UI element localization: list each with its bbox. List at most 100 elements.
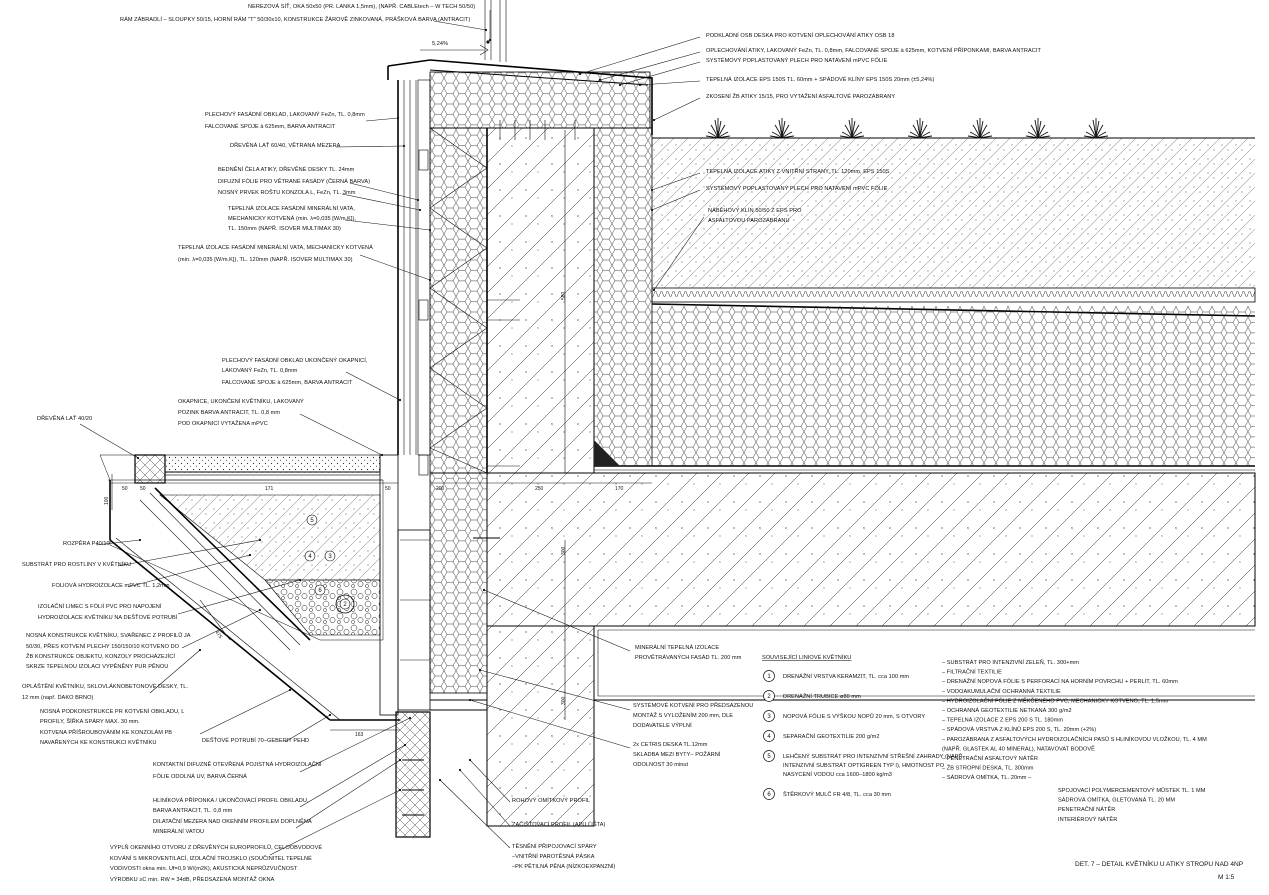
dim-label: 50	[122, 486, 128, 492]
callout-marker	[306, 514, 318, 526]
label-frame-3: ŽB KONSTRUKCE OBJEKTU, KONZOLY PROCHÁZEJ…	[26, 652, 175, 660]
label-subframe-2: PROFILY, ŠÍŘKA SPÁRY MAX. 30 mm.	[40, 717, 140, 725]
leader-lines	[79, 10, 705, 856]
leader-dot	[402, 144, 406, 148]
label-window: VÝPLŇ OKENNÍHO OTVORU Z DŘEVĚNÝCH EUROPR…	[110, 843, 322, 851]
label-wedge-2: ASFALTOVOU PAROZÁBRANU	[708, 217, 790, 224]
label-cladding: PLECHOVÝ FASÁDNÍ OBKLAD, LAKOVANÝ FeZn, …	[205, 111, 365, 118]
dim-label: 170	[615, 486, 624, 492]
leader-dot	[288, 688, 292, 692]
leader-line	[651, 172, 701, 191]
label-mw-120: TEPELNÁ IZOLACE FASÁDNÍ MINERÁLNÍ VATA, …	[178, 244, 373, 251]
leader-dot	[248, 553, 252, 557]
plant-icon	[705, 118, 731, 139]
leader-line	[335, 145, 405, 148]
facade-insulation	[429, 127, 488, 694]
label-slope: 5,24%	[432, 41, 448, 47]
label-cetris-2: SKLADBA MEZI BYTY– POŽÁRNÍ	[633, 750, 721, 758]
leader-dot	[298, 578, 302, 582]
label-batten: DŘEVĚNÁ LAŤ 60/40, VĚTRANÁ MEZERA	[230, 141, 341, 149]
leader-dot	[482, 588, 486, 592]
annotation-labels: NEREZOVÁ SÍŤ, OKA 50x50 (PR. LANKA 1,5mm…	[22, 2, 1041, 883]
leader-dot	[258, 608, 262, 612]
dim-label: 50	[385, 486, 391, 492]
leader-line	[284, 714, 331, 743]
label-wedge: NÁBĚHOVÝ KLÍN 50/50 Z EPS PRO	[708, 206, 802, 214]
callout-number: 4	[308, 554, 312, 560]
legend-number: 4	[767, 734, 771, 740]
dim-label: 100	[104, 496, 110, 505]
leader-line	[299, 717, 411, 773]
leader-dot	[652, 288, 656, 292]
leader-dot	[138, 538, 142, 542]
leader-line	[269, 789, 401, 856]
legend-marker	[763, 690, 775, 702]
facade-cladding	[397, 79, 431, 476]
dimension-lines	[110, 130, 652, 731]
legend-number: 6	[767, 792, 771, 798]
leader-dot	[398, 788, 402, 792]
leader-line	[181, 609, 261, 649]
label-trim-2: BARVA ANTRACIT, TL. 0,8 mm	[153, 808, 233, 814]
legend-marker	[763, 750, 775, 762]
leader-line	[299, 413, 383, 456]
drawing-title: DET. 7 – DETAIL KVĚTNÍKU U ATIKY STROPU …	[1075, 859, 1243, 868]
legend-item-text: ŠTĚRKOVÝ MULČ FR 4/8, TL. cca 30 mm	[783, 790, 891, 798]
leader-dot	[650, 208, 654, 212]
label-cetris-3: ODOLNOST 30 minut	[633, 762, 689, 768]
label-mw-120-2: (min. λ=0,035 [W/m.K]), TL. 120mm (NAPŘ.…	[178, 255, 353, 263]
label-downpipe: DEŠŤOVÉ POTRUBÍ 70–GEBERIT PEHD	[202, 736, 309, 744]
callout-number: 2	[343, 602, 347, 608]
label-anchor-3: DODAVATELE VÝPLNÍ	[633, 722, 692, 729]
leader-dot	[328, 713, 332, 717]
leader-dot	[638, 83, 642, 87]
label-drip-2: POZINK BARVA ANTRACIT, TL. 0,8 mm	[178, 410, 280, 416]
roof-layer-line: – TEPELNÁ IZOLACE Z EPS 200 S TL. 180mm	[942, 717, 1063, 724]
dim-label: 171	[265, 486, 274, 492]
label-chamfer: ZKOSENÍ ŽB ATIKY 15/15, PRO VYTAŽENÍ ASF…	[706, 92, 895, 100]
leader-dot	[198, 648, 202, 652]
leader-line	[95, 539, 141, 546]
roof-layers-list: – SUBSTRÁT PRO INTENZIVNÍ ZELEŇ, TL. 300…	[942, 659, 1207, 781]
plant-icon	[967, 118, 993, 139]
plant-icon	[839, 118, 865, 139]
leader-line	[479, 669, 631, 711]
concrete-slab	[486, 127, 1256, 827]
label-seal: TĚSNĚNÍ PŘIPOJOVACÍ SPÁRY	[512, 842, 597, 850]
label-cladding-2: FALCOVANÉ SPOJE à 625mm, BARVA ANTRACIT	[205, 123, 336, 130]
window-frame	[395, 699, 488, 838]
legend-title: SOUVISEJÍCÍ LINIOVÉ KVĚTNÍKU	[762, 653, 851, 661]
label-cladding-grc: OPLÁŠTĚNÍ KVĚTNÍKU, SKLOVLÁKNOBETONOVÉ D…	[22, 682, 188, 690]
label-drip-clad-3: FALCOVANÉ SPOJE à 625mm, BARVA ANTRACIT	[222, 379, 353, 386]
dimension-texts: 580 50 171 50 50 200 250 170 300 300 163…	[104, 291, 624, 738]
label-frame: NOSNÁ KONSTRUKCE KVĚTNÍKU, SVAŘENEC Z PR…	[26, 631, 191, 639]
legend-item-text: INTENZIVNÍ SUBSTRÁT OPTIGREEN TYP I), HM…	[783, 762, 945, 769]
leader-line	[639, 80, 701, 86]
leader-dot	[488, 38, 492, 42]
label-cetris: 2x CETRIS DESKA TL.12mm	[633, 742, 708, 748]
roof-layer-line: – VODOAKUMULAČNÍ OCHRANNÁ TEXTILIE	[942, 688, 1061, 695]
label-collar-2: HYDROIZOLACE KVĚTNÍKU NA DEŠŤOVÉ POTRUBÍ	[38, 613, 178, 621]
leader-dot	[398, 398, 402, 402]
roof-layer-line: – SUBSTRÁT PRO INTENZIVNÍ ZELEŇ, TL. 300…	[942, 659, 1079, 666]
label-subframe-4: NAVAŘENÝCH KE KONSTRUKCI KVĚTNÍKU	[40, 738, 156, 746]
leader-dot	[652, 118, 656, 122]
roof-layer-line: – PAROZÁBRANA Z ASFALTOVÝCH HYDROIZOLAČN…	[942, 735, 1207, 743]
leader-dot	[438, 778, 442, 782]
label-mw-200: MINERÁLNÍ TEPELNÁ IZOLACE	[635, 644, 719, 651]
leader-dot	[650, 188, 654, 192]
dim-label: 200	[436, 486, 445, 492]
leader-line	[79, 423, 139, 459]
label-drip-clad-2: LAKOVANÝ FeZn, TL. 0,8mm	[222, 367, 298, 374]
label-anchor: SYSTÉMOVÉ KOTVENÍ PRO PŘEDSAZENOU	[633, 701, 753, 709]
label-railing-frame: RÁM ZÁBRADLÍ – SLOUPKY 50/15, HORNÍ RÁM …	[120, 15, 470, 23]
legend-marker	[763, 710, 775, 722]
roof-layer-line: – SPÁDOVÁ VRSTVA Z KLÍNŮ EPS 200 S, TL. …	[942, 726, 1096, 733]
label-mesh: NEREZOVÁ SÍŤ, OKA 50x50 (PR. LANKA 1,5mm…	[248, 2, 475, 10]
dim-label: 580	[561, 291, 567, 300]
leader-line	[469, 759, 511, 803]
roof-layer-line: – HYDROIZOLAČNÍ FÓLIE Z MĚKČENÉHO PVC, M…	[942, 696, 1169, 704]
